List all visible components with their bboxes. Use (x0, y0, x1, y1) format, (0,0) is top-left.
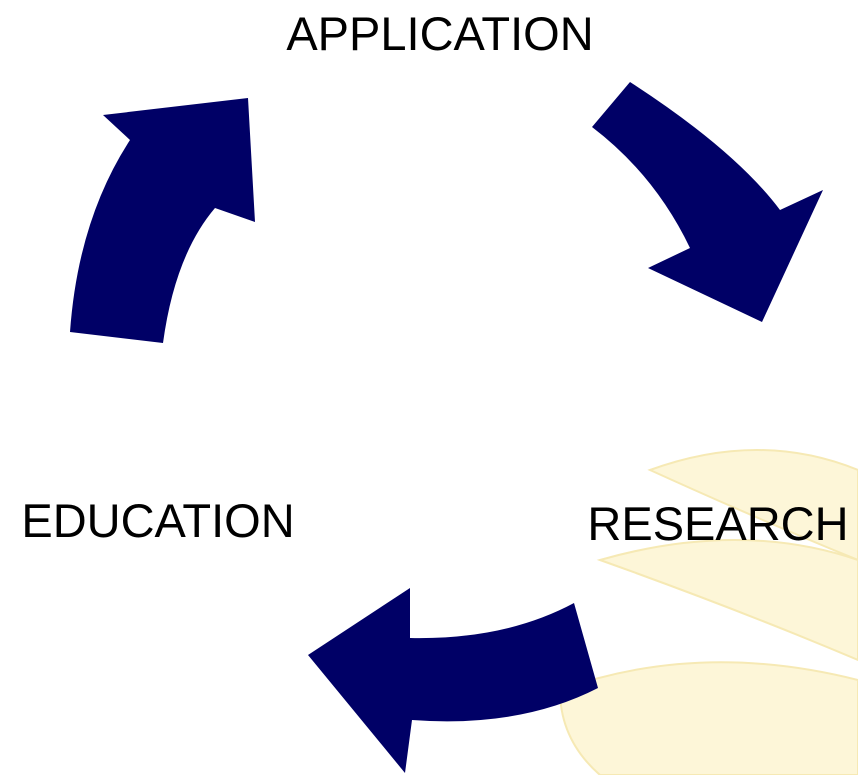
watermark-leaf-lower (558, 661, 858, 775)
node-label-education: EDUCATION (21, 494, 294, 547)
watermark-leaf-middle (596, 539, 858, 662)
arrow-application-to-research-icon (592, 82, 823, 322)
watermark-leaf-upper (647, 449, 858, 562)
node-label-application: APPLICATION (286, 7, 593, 60)
leaf-emblem-watermark-icon (558, 449, 858, 775)
arrow-education-to-application-icon (70, 98, 255, 343)
arrow-research-to-education-icon (308, 588, 598, 773)
node-label-research: RESEARCH (587, 497, 848, 550)
